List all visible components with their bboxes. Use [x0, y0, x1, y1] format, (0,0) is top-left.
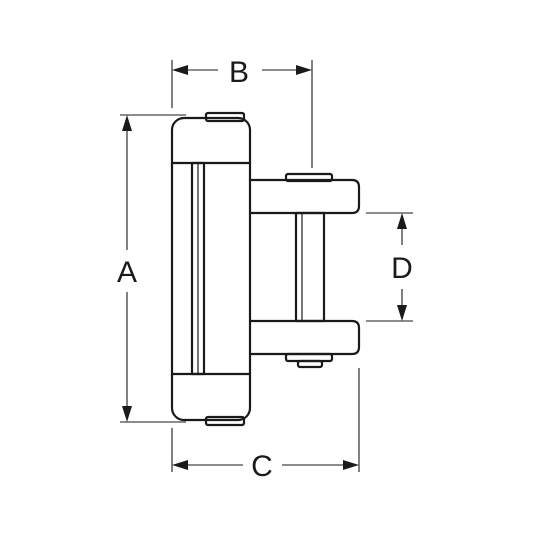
dim-a-arrow-top: [122, 115, 132, 131]
hinge-barrel: [170, 111, 252, 427]
dim-b-arrow-right: [296, 65, 312, 75]
clevis-lower-arm: [248, 319, 361, 356]
dim-d-label: D: [391, 252, 413, 285]
clevis-bottom-nut-tip: [296, 359, 324, 369]
dim-c-arrow-right: [343, 460, 359, 470]
barrel-outline: [170, 116, 252, 422]
dim-d-arrow-top: [397, 213, 407, 229]
dimension-c: C: [171, 368, 360, 483]
clevis-top-bolt-head: [284, 172, 334, 183]
dim-b-label: B: [229, 56, 249, 89]
dim-b-arrow-left: [172, 65, 188, 75]
dimension-b: B: [171, 56, 313, 168]
dim-a-label: A: [117, 256, 137, 289]
dim-c-label: C: [251, 450, 273, 483]
clevis: [248, 172, 361, 369]
dim-c-arrow-left: [172, 460, 188, 470]
dimension-d: D: [366, 212, 413, 322]
clevis-upper-arm: [248, 178, 361, 215]
clevis-pin: [294, 211, 326, 323]
dimension-a: A: [117, 114, 186, 423]
dim-a-arrow-bottom: [122, 406, 132, 422]
dim-d-arrow-bottom: [397, 305, 407, 321]
